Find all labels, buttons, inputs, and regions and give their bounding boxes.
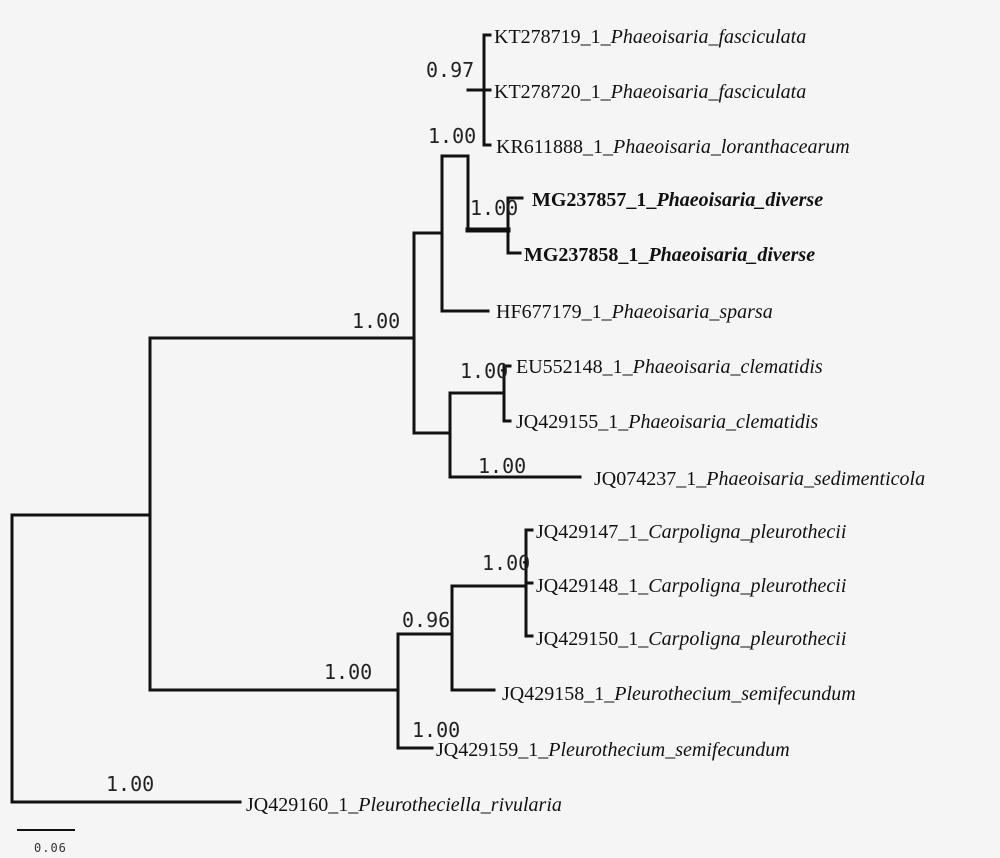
taxon-accession: HF677179_1_: [496, 301, 613, 323]
taxon-accession: MG237858_1_: [524, 244, 649, 266]
taxon-species: Pleurothecium_semifecundum: [613, 683, 855, 705]
support-value: 1.00: [106, 772, 154, 796]
taxon-species: Phaeoisaria_diverse: [655, 189, 823, 211]
taxon-label: HF677179_1_Phaeoisaria_sparsa: [496, 301, 773, 323]
taxon-label: JQ429160_1_Pleurotheciella_rivularia: [246, 794, 562, 816]
taxon-accession: KR611888_1_: [496, 136, 614, 158]
taxon-labels: KT278719_1_Phaeoisaria_fasciculataKT2787…: [246, 26, 925, 816]
taxon-label: JQ074237_1_Phaeoisaria_sedimenticola: [594, 468, 925, 490]
taxon-accession: KT278720_1_: [494, 81, 612, 103]
taxon-species: Pleurothecium_semifecundum: [547, 739, 789, 761]
support-values: 0.97 1.00 1.00 1.00 1.00 1.00 1.00 0.96 1.00 1.00…: [106, 58, 530, 796]
taxon-accession: JQ429148_1_: [536, 575, 649, 597]
taxon-label: KT278720_1_Phaeoisaria_fasciculata: [494, 81, 806, 103]
taxon-label: JQ429150_1_Carpoligna_pleurothecii: [536, 628, 846, 650]
taxon-label: JQ429147_1_Carpoligna_pleurothecii: [536, 521, 846, 543]
taxon-label: KT278719_1_Phaeoisaria_fasciculata: [494, 26, 806, 48]
support-value: 1.00: [412, 718, 460, 742]
taxon-accession: JQ429150_1_: [536, 628, 649, 650]
support-value: 1.00: [352, 309, 400, 333]
support-value: 1.00: [460, 359, 508, 383]
taxon-species: Phaeoisaria_sparsa: [611, 301, 773, 323]
taxon-accession: JQ429159_1_: [436, 739, 549, 761]
support-value: 0.97: [426, 58, 474, 82]
taxon-species: Phaeoisaria_clematidis: [632, 356, 823, 378]
taxon-accession: JQ429155_1_: [516, 411, 629, 433]
taxon-label: JQ429158_1_Pleurothecium_semifecundum: [502, 683, 856, 705]
support-value: 1.00: [470, 196, 518, 220]
taxon-species: Carpoligna_pleurothecii: [648, 521, 846, 543]
support-value: 1.00: [482, 551, 530, 575]
taxon-label: MG237858_1_Phaeoisaria_diverse: [524, 244, 815, 266]
taxon-label: KR611888_1_Phaeoisaria_loranthacearum: [496, 136, 850, 158]
taxon-accession: MG237857_1_: [532, 189, 657, 211]
taxon-species: Phaeoisaria_fasciculata: [610, 81, 807, 103]
taxon-species: Pleurotheciella_rivularia: [357, 794, 562, 816]
tree-branches: [10, 33, 582, 804]
taxon-accession: KT278719_1_: [494, 26, 612, 48]
taxon-accession: JQ429158_1_: [502, 683, 615, 705]
taxon-species: Carpoligna_pleurothecii: [648, 628, 846, 650]
taxon-species: Phaeoisaria_clematidis: [627, 411, 818, 433]
support-value: 1.00: [478, 454, 526, 478]
taxon-species: Phaeoisaria_fasciculata: [610, 26, 807, 48]
taxon-species: Carpoligna_pleurothecii: [648, 575, 846, 597]
scale-bar-label: 0.06: [34, 841, 67, 855]
taxon-label: JQ429159_1_Pleurothecium_semifecundum: [436, 739, 790, 761]
support-value: 1.00: [428, 124, 476, 148]
taxon-accession: JQ429160_1_: [246, 794, 359, 816]
taxon-species: Phaeoisaria_loranthacearum: [612, 136, 850, 158]
taxon-accession: EU552148_1_: [516, 356, 634, 378]
taxon-species: Phaeoisaria_sedimenticola: [705, 468, 925, 490]
support-value: 1.00: [324, 660, 372, 684]
taxon-accession: JQ074237_1_: [594, 468, 707, 490]
taxon-species: Phaeoisaria_diverse: [647, 244, 815, 266]
taxon-label: EU552148_1_Phaeoisaria_clematidis: [516, 356, 823, 378]
scale-bar: 0.06: [17, 829, 75, 855]
taxon-label: MG237857_1_Phaeoisaria_diverse: [532, 189, 823, 211]
taxon-label: JQ429148_1_Carpoligna_pleurothecii: [536, 575, 846, 597]
support-value: 0.96: [402, 608, 450, 632]
taxon-label: JQ429155_1_Phaeoisaria_clematidis: [516, 411, 818, 433]
taxon-accession: JQ429147_1_: [536, 521, 649, 543]
